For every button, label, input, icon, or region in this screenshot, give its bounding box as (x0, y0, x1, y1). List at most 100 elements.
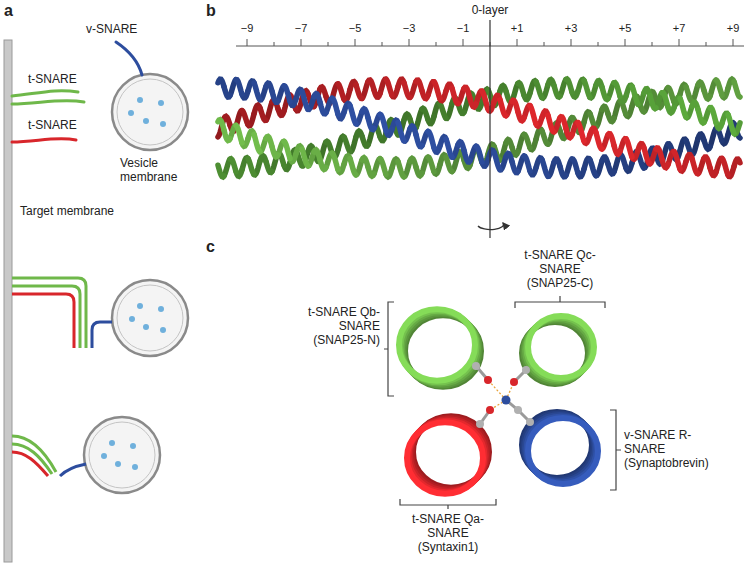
helix-segment (260, 108, 266, 120)
atom (502, 396, 511, 405)
helix-segment (500, 100, 506, 116)
ruler-tick (247, 39, 248, 46)
t-snare-strand (12, 101, 84, 104)
vesicle-cargo (137, 303, 143, 309)
helix-segment (626, 139, 632, 157)
helix-segment (266, 136, 272, 146)
helix-segment (506, 140, 512, 148)
vesicle (84, 417, 160, 493)
vesicle-inner (117, 285, 183, 351)
ruler-tick (706, 42, 707, 46)
helix-segment (734, 82, 740, 97)
layer-number: +1 (511, 22, 524, 35)
helix-segment (266, 102, 272, 120)
part-label: v-SNARE (86, 22, 137, 36)
helix-segment (380, 114, 386, 130)
layer-number: −3 (403, 22, 416, 35)
bracket (515, 296, 605, 308)
helix-segment (248, 159, 254, 175)
ruler-tick (382, 42, 383, 46)
helix-segment (656, 148, 662, 159)
layer-label: 0-layer (472, 3, 509, 17)
vesicle-cargo (160, 327, 166, 333)
helix-segment (704, 157, 710, 168)
helix-segment (602, 87, 608, 99)
vesicle-cargo (128, 110, 134, 116)
atom (484, 376, 492, 384)
helix-segment (242, 111, 248, 125)
helix-segment (596, 110, 602, 127)
layer-number: −1 (457, 22, 470, 35)
panel-letter: c (206, 238, 215, 256)
helix-segment (404, 83, 410, 97)
helix-segment (578, 123, 584, 141)
vesicle-cargo (158, 306, 164, 312)
helix-segment (320, 87, 326, 96)
helix-segment (368, 118, 374, 130)
part-label: Target membrane (20, 204, 114, 218)
helix-segment (524, 156, 530, 171)
helix-segment (728, 115, 734, 134)
ruler-tick (463, 39, 464, 46)
ruler-tick (274, 42, 275, 46)
helix-segment (650, 96, 656, 109)
helix-segment (584, 80, 590, 97)
vesicle-cargo (137, 97, 143, 103)
ruler-tick (598, 42, 599, 46)
part-label: t-SNARE (28, 72, 77, 86)
helix-segment (512, 100, 518, 112)
atom (472, 362, 480, 370)
helix-segment (608, 164, 614, 174)
helix-segment (464, 150, 470, 162)
helix-turn (528, 418, 598, 484)
helix-segment (284, 141, 290, 158)
helix-label: t-SNARE Qc-SNARE (SNAP25-C) (520, 248, 600, 290)
helix-segment (416, 80, 422, 91)
vesicle-inner (89, 422, 155, 488)
helix-segment (440, 104, 446, 119)
ruler-tick (301, 39, 302, 46)
t-snare-strand (12, 278, 86, 348)
atom (486, 406, 494, 414)
helix-segment (644, 148, 650, 164)
bracket (400, 499, 496, 509)
helix-segment (350, 159, 356, 175)
snare-bundle (218, 79, 740, 177)
helix-segment (410, 158, 416, 167)
ruler-tick (679, 39, 680, 46)
helix-segment (332, 153, 338, 169)
ruler-tick (517, 39, 518, 46)
helix-segment (338, 84, 344, 99)
helix-segment (236, 80, 242, 95)
helix-segment (692, 159, 698, 174)
helix-segment (272, 91, 278, 102)
helix-segment (368, 80, 374, 90)
helix-segment (518, 134, 524, 151)
vesicle-cargo (132, 464, 138, 470)
helix-segment (434, 82, 440, 99)
vesicle-membrane (84, 417, 160, 493)
layer-number: −7 (295, 22, 308, 35)
layer-number: −9 (241, 22, 254, 35)
vesicle-cargo (143, 324, 149, 330)
helix-segment (218, 165, 224, 177)
helix-segment (674, 152, 680, 169)
helix-segment (254, 83, 260, 100)
layer-ruler (236, 20, 744, 238)
bracket (610, 410, 621, 490)
layer-number: +3 (565, 22, 578, 35)
vesicle (112, 74, 188, 150)
helix-segment (428, 157, 434, 172)
helix-segment (302, 92, 308, 110)
helix-segment (542, 160, 548, 177)
helix-label: t-SNARE Qb-SNARE (SNAP25-N) (300, 305, 380, 347)
helix-segment (614, 83, 620, 97)
helix-segment (380, 159, 386, 175)
layer-number: −5 (349, 22, 362, 35)
atom (510, 378, 518, 386)
layer-number: +9 (727, 22, 740, 35)
vesicle-cargo (158, 100, 164, 106)
hydrogen-bond (488, 380, 514, 410)
helix-segment (524, 134, 530, 147)
vesicle-cargo (101, 453, 107, 459)
